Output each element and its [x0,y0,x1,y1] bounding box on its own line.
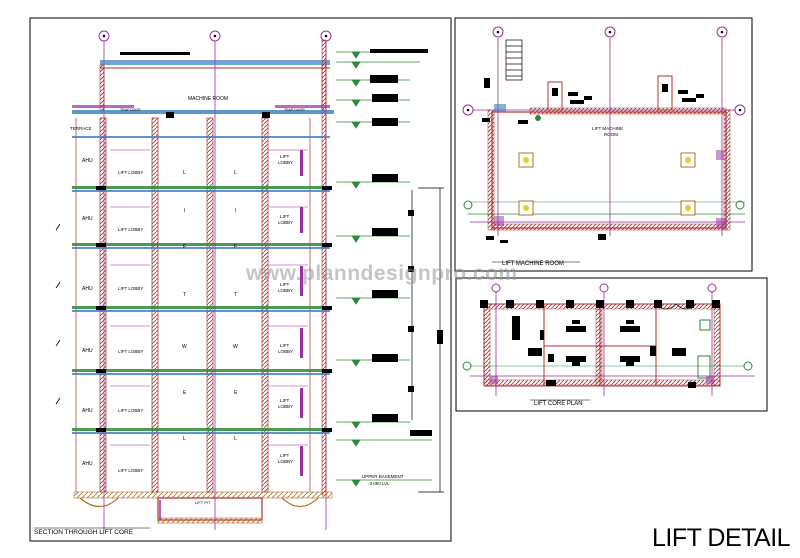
shaft-mark-b-3: F [234,244,237,250]
machine-room-plan-label-1: LIFT MACHINE [592,126,623,131]
lift-lobby-right-2b: LOBBY [278,220,293,225]
shaft-mark-a-3: F [183,244,186,250]
section-frame [29,17,452,542]
shaft-mark-b-1: L [234,170,237,176]
shaft-mark-b-7: L [234,436,237,442]
ahu-label-3: AHU [82,286,93,292]
lift-lobby-right-5a: LIFT [280,398,290,403]
section-walls [75,117,311,493]
shaft-mark-a-1: L [183,170,186,176]
terrace-label: TERRACE [70,126,92,131]
section-through-lift-core [29,17,452,542]
lift-lobby-right-3a: LIFT [280,282,290,287]
shaft-mark-b-2: I [235,208,236,214]
machine-room-label: MACHINE ROOM [188,96,228,102]
shaft-mark-a-6: E [183,390,187,396]
lift-lobby-right-5b: LOBBY [278,404,293,409]
floor-slabs [72,186,330,431]
ahu-label-4: AHU [82,348,93,354]
shaft-mark-b-4: T [234,292,237,298]
shaft-mark-a-7: L [183,436,186,442]
machine-room-frame [454,17,753,272]
ahu-label-2: AHU [82,216,93,222]
machine-room-plan-title: LIFT MACHINE ROOM [502,261,564,267]
shaft-mark-a-2: I [184,208,185,214]
lift-pit-label: LIFT PIT [195,500,211,505]
shaft-mark-a-5: W [182,344,187,350]
trap-door-label-2: TRAP DOOR [284,108,305,112]
lift-lobby-right-1a: LIFT [280,154,290,159]
lift-core-plan [455,277,768,412]
lift-lobby-right-6a: LIFT [280,453,290,458]
lift-lobby-left-6: LIFT LOBBY [118,468,143,473]
ahu-label-6: AHU [82,461,93,467]
machine-room-plan-label-2: ROOM [604,132,618,137]
lift-lobby-left-5: LIFT LOBBY [118,408,143,413]
ahu-label-5: AHU [82,408,93,414]
lift-lobby-left-3: LIFT LOBBY [118,286,143,291]
lift-lobby-right-3b: LOBBY [278,288,293,293]
lift-machine-room-plan [454,17,753,272]
lift-lobby-right-2a: LIFT [280,214,290,219]
lift-lobby-left-2: LIFT LOBBY [118,227,143,232]
ahu-label-1: AHU [82,158,93,164]
lift-lobby-right-4a: LIFT [280,343,290,348]
lift-lobby-left-1: LIFT LOBBY [118,170,143,175]
lift-lobby-right-4b: LOBBY [278,349,293,354]
lift-lobby-left-4: LIFT LOBBY [118,349,143,354]
trap-door-label-1: TRAP DOOR [120,108,141,112]
upper-basement-label: UPPER BASEMENT [362,474,404,479]
lift-lobby-right-1b: LOBBY [278,160,293,165]
shaft-mark-b-5: W [233,344,238,350]
sheet-title: LIFT DETAIL [652,524,791,552]
section-title: SECTION THROUGH LIFT CORE [34,529,134,536]
core-plan-frame [455,277,768,412]
lift-lobby-right-6b: LOBBY [278,459,293,464]
shaft-mark-b-6: E [234,390,238,396]
watermark-text: www.planndesignpro.com [246,262,518,285]
shaft-mark-a-4: T [183,292,186,298]
upper-basement-level: -3.050 LVL [368,481,390,486]
core-plan-title: LIFT CORE PLAN [534,401,583,407]
